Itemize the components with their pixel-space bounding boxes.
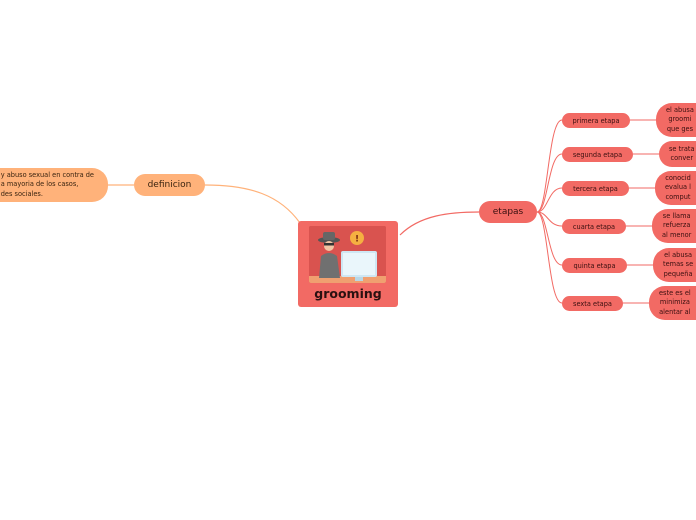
connector-etapas-item-6 [536, 211, 563, 304]
leaf-line: pequeña [663, 269, 693, 278]
connector-etapas-item-1 [536, 119, 563, 213]
stage-leaf-1-text: el abusa groomi que ges [666, 106, 694, 135]
stage-leaf-4[interactable]: se llama refuerza al menor [652, 209, 696, 243]
leaf-line: evalua l [665, 183, 691, 192]
central-label: grooming [314, 286, 382, 301]
stage-node-quinta[interactable]: quinta etapa [562, 258, 627, 273]
stage-node-tercera[interactable]: tercera etapa [562, 181, 629, 196]
etapas-label: etapas [492, 207, 524, 217]
stage-label: cuarta etapa [572, 222, 616, 231]
leaf-line: se llama [662, 211, 691, 220]
alert-badge-text: ! [355, 235, 359, 245]
stage-leaf-4-text: se llama refuerza al menor [662, 212, 691, 241]
stage-node-sexta[interactable]: sexta etapa [562, 296, 623, 311]
stage-leaf-3[interactable]: conocid evalua l comput [655, 171, 696, 205]
connector-etapas-item-2 [536, 153, 563, 213]
stage-leaf-5-text: el abusa temas se pequeña [663, 251, 693, 280]
leaf-line: este es el [659, 288, 691, 297]
stage-node-primera[interactable]: primera etapa [562, 113, 630, 128]
central-topic-grooming[interactable]: ! grooming [298, 221, 398, 307]
stage-leaf-2[interactable]: se trata conver [659, 141, 696, 167]
leaf-line: refuerza [662, 221, 691, 230]
leaf-line: temas se [663, 260, 694, 269]
leaf-line: conver [670, 154, 694, 162]
stage-node-segunda[interactable]: segunda etapa [562, 147, 633, 162]
definicion-leaf-text: y abuso sexual en contra de a mayoria de… [1, 171, 94, 200]
leaf-line: se trata [669, 144, 695, 153]
stage-label: segunda etapa [572, 150, 623, 159]
leaf-line: groomi [668, 115, 692, 124]
stage-node-cuarta[interactable]: cuarta etapa [562, 219, 626, 234]
stage-label: quinta etapa [573, 261, 616, 270]
connector-central-definicion [204, 184, 301, 224]
stage-leaf-1[interactable]: el abusa groomi que ges [656, 103, 696, 137]
hacker-illustration: ! [309, 226, 386, 283]
stage-leaf-6-text: este es el minimiza alentar al [659, 289, 691, 318]
leaf-line: el abusa [664, 250, 692, 259]
hacker-icon: ! [309, 226, 386, 283]
stage-label: primera etapa [572, 116, 620, 125]
leaf-line: conocid [665, 173, 691, 182]
stage-leaf-3-text: conocid evalua l comput [665, 174, 691, 203]
definicion-label: definicion [147, 180, 192, 190]
stage-leaf-5[interactable]: el abusa temas se pequeña [653, 248, 696, 282]
definicion-line-3: des sociales. [0, 189, 43, 198]
stage-label: tercera etapa [573, 184, 618, 193]
definicion-line-2: a mayoria de los casos, [0, 180, 79, 189]
leaf-line: el abusa [666, 105, 694, 114]
stage-leaf-2-text: se trata conver [669, 145, 695, 164]
connector-etapas-item-3 [536, 187, 563, 213]
definicion-line-1: y abuso sexual en contra de [0, 170, 94, 179]
leaf-line: que ges [666, 124, 694, 133]
leaf-line: minimiza [659, 298, 690, 307]
leaf-line: comput [665, 192, 691, 201]
stage-label: sexta etapa [573, 299, 612, 308]
etapas-node[interactable]: etapas [479, 201, 537, 223]
leaf-line: al menor [662, 230, 692, 239]
stage-leaf-6[interactable]: este es el minimiza alentar al [649, 286, 696, 320]
definicion-node[interactable]: definicion [134, 174, 205, 196]
leaf-line: alentar al [659, 307, 691, 316]
definicion-leaf[interactable]: y abuso sexual en contra de a mayoria de… [0, 168, 108, 202]
connector-central-etapas [399, 211, 480, 236]
